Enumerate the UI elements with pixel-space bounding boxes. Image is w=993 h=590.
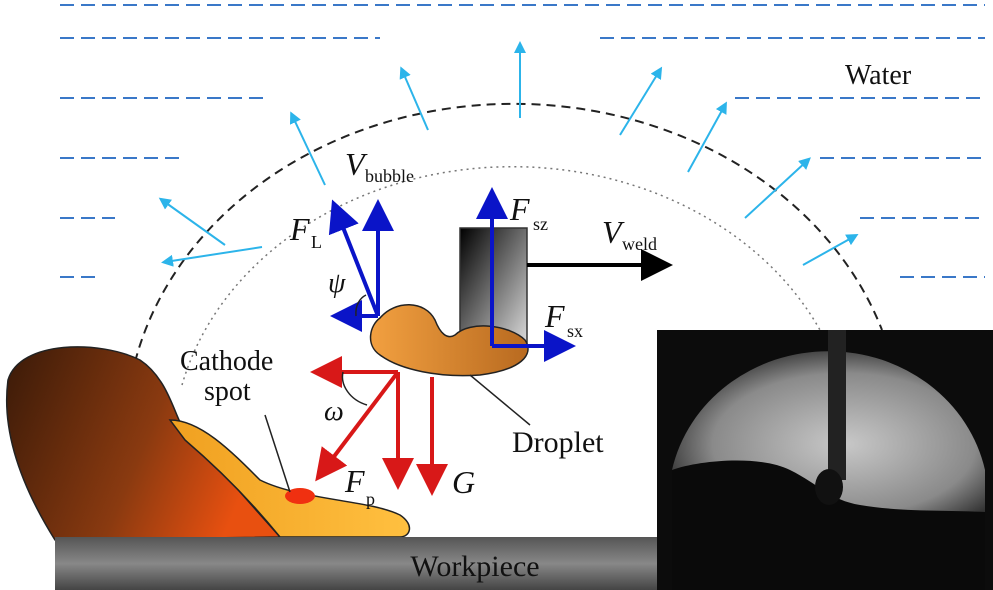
f-l-subscript: L xyxy=(311,232,322,252)
cathode-spot-label-line1: Cathode xyxy=(180,346,273,377)
f-sz-subscript: sz xyxy=(533,214,548,234)
droplet-label: Droplet xyxy=(512,426,604,459)
omega-angle-arc xyxy=(341,371,368,406)
high-speed-photo xyxy=(657,330,993,590)
bubble-arrow xyxy=(744,157,811,219)
weld-bead xyxy=(6,346,282,541)
f-p-subscript: p xyxy=(366,489,375,509)
f-sz-label: F xyxy=(509,191,530,227)
droplet xyxy=(369,304,529,377)
bubble-arrow xyxy=(619,66,663,136)
f-sx-subscript: sx xyxy=(567,321,583,341)
labels: Water V bubble F L ψ F sz V weld F sx Ca… xyxy=(180,60,912,509)
v-weld-label: V xyxy=(602,214,625,250)
f-p-label: F xyxy=(344,463,365,499)
v-weld-subscript: weld xyxy=(622,234,657,254)
water-dash-lines xyxy=(60,4,985,278)
bubble-arrow xyxy=(161,246,263,267)
force-arrows-blue xyxy=(328,187,576,362)
bubble-outer-boundary xyxy=(134,102,883,363)
cathode-spot xyxy=(285,488,315,504)
bubble-arrow xyxy=(802,234,859,266)
bubble-inner-boundary xyxy=(181,165,821,386)
bubble-arrow xyxy=(289,111,326,186)
cathode-spot-leader xyxy=(264,414,291,493)
bubble-arrow xyxy=(399,66,429,131)
bubble-arrow xyxy=(687,101,727,173)
bubble-expansion-arrows xyxy=(158,41,859,267)
f-l-label: F xyxy=(289,211,310,247)
bubble-arrow xyxy=(158,197,226,246)
psi-angle-arc xyxy=(355,294,367,317)
g-label: G xyxy=(452,464,475,500)
water-label: Water xyxy=(845,60,912,91)
droplet-leader xyxy=(469,374,531,426)
workpiece xyxy=(55,537,660,590)
cathode-spot-label-line2: spot xyxy=(204,376,251,407)
f-sx-label: F xyxy=(544,298,565,334)
v-bubble-label: V xyxy=(345,146,368,182)
workpiece-label: Workpiece xyxy=(410,550,539,583)
molten-pool xyxy=(168,419,411,538)
force-arrows-red xyxy=(310,356,448,496)
omega-label: ω xyxy=(324,396,344,427)
v-bubble-subscript: bubble xyxy=(365,166,414,186)
psi-label: ψ xyxy=(328,268,346,299)
